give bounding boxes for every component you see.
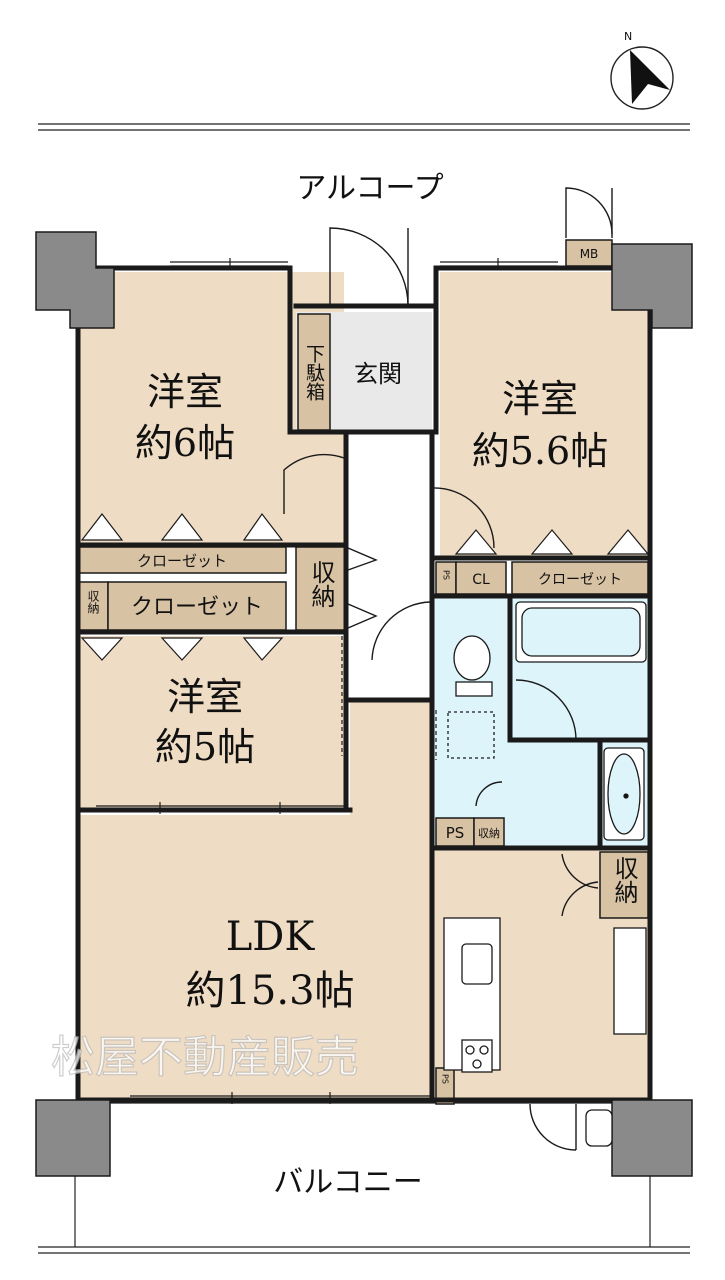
ldk-size: 約15.3帖 (185, 968, 354, 1014)
north-arrow-icon: N (610, 30, 674, 110)
storage-hall-label: 収納 (307, 560, 335, 608)
windows (96, 258, 558, 1104)
room-b-floor (440, 272, 648, 557)
watermark: 松屋不動産販売 (51, 1032, 359, 1083)
door-swings (283, 187, 613, 1151)
entrance-label: 玄関 (354, 360, 402, 388)
fridge-space (613, 927, 647, 1035)
balcony-faucet (585, 1109, 613, 1147)
room-b-name: 洋室 (502, 377, 578, 421)
cl-label: CL (472, 572, 490, 588)
mb-label: MB (580, 247, 599, 261)
storage-wash-label: 収納 (478, 827, 500, 840)
shoe-box-label: 下駄箱 (303, 344, 325, 401)
fixtures (443, 601, 647, 1147)
structural-columns (35, 231, 693, 1177)
washer-space (447, 711, 495, 759)
storage-ldk-label: 収納 (610, 856, 638, 904)
room-c-size: 約5帖 (155, 725, 255, 769)
storage-ldk (599, 851, 649, 919)
ps-label-b: PS (446, 824, 465, 842)
mb-slot (565, 239, 613, 267)
alcove-label: アルコープ (296, 171, 443, 206)
compass-label: N (624, 30, 632, 43)
room-c-name: 洋室 (167, 675, 243, 719)
balcony-label: バルコニー (273, 1165, 422, 1200)
room-a-name: 洋室 (147, 370, 223, 414)
room-a-size: 約6帖 (135, 421, 235, 465)
ldk-extension-floor (350, 700, 430, 820)
storage-wash (473, 817, 505, 847)
corridor-lines (38, 123, 690, 1254)
storage-fills (77, 239, 649, 1105)
hallway-floor (346, 430, 432, 700)
ps-label-a: PS (442, 570, 451, 580)
closet-b (511, 561, 649, 595)
room-b-size: 約5.6帖 (472, 429, 608, 473)
toilet-icon (453, 635, 491, 681)
balcony-frame (74, 1102, 651, 1247)
cl-slot (455, 561, 507, 595)
shoe-box (297, 313, 331, 431)
closet-c-label: クローゼット (131, 595, 263, 620)
closet-a (77, 546, 287, 574)
storage-small-a-label: 収納 (86, 590, 100, 614)
ldk-name: LDK (226, 914, 316, 960)
closet-door-marks (80, 512, 650, 661)
room-c-floor (78, 636, 346, 808)
closet-b-label: クローゼット (538, 572, 622, 588)
sliding-door-marks (341, 636, 437, 760)
ps-label-c: PS (441, 1074, 450, 1084)
closet-a-label: クローゼット (137, 552, 227, 570)
